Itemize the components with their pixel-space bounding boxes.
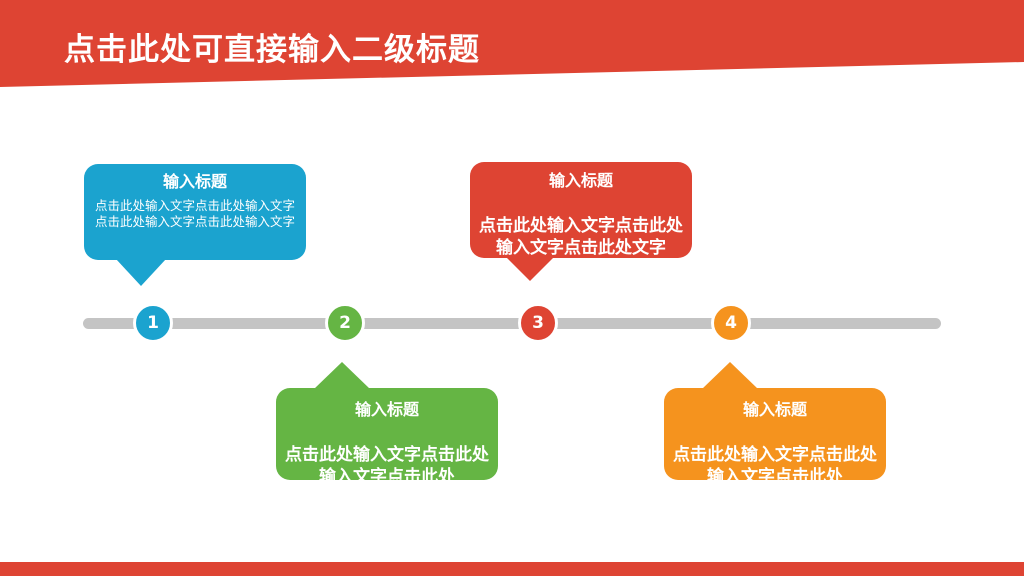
timeline-node-3[interactable]: 3	[518, 303, 558, 343]
callout-title: 输入标题	[162, 172, 227, 191]
callout-body: 点击此处输入文字点击此处输入文字点击此处	[285, 445, 489, 480]
callout-body: 点击此处输入文字点击此处输入文字点击此处输入文字点击此处输入文字	[94, 198, 295, 229]
callout-3[interactable]: 输入标题 点击此处输入文字点击此处输入文字点击此处文字	[470, 162, 692, 258]
node-number: 4	[725, 313, 737, 333]
callout-4-pointer	[702, 362, 758, 389]
timeline-track	[83, 318, 941, 329]
header-shape	[0, 0, 1024, 87]
timeline-node-4[interactable]: 4	[711, 303, 751, 343]
callout-body: 点击此处输入文字点击此处输入文字点击此处文字	[479, 216, 683, 258]
callout-title: 输入标题	[548, 171, 613, 190]
page-title[interactable]: 点击此处可直接输入二级标题	[64, 32, 480, 68]
callout-body: 点击此处输入文字点击此处输入文字点击此处	[673, 445, 877, 480]
callout-2-pointer	[314, 362, 370, 389]
node-number: 2	[339, 313, 351, 333]
callout-3-pointer	[506, 257, 554, 281]
footer-bar	[0, 562, 1024, 576]
timeline-node-1[interactable]: 1	[133, 303, 173, 343]
callout-2[interactable]: 输入标题 点击此处输入文字点击此处输入文字点击此处	[276, 388, 498, 480]
callout-title: 输入标题	[354, 400, 419, 419]
timeline-node-2[interactable]: 2	[325, 303, 365, 343]
node-number: 1	[147, 313, 159, 333]
header-banner: 点击此处可直接输入二级标题	[0, 0, 1024, 90]
callout-1[interactable]: 输入标题 点击此处输入文字点击此处输入文字点击此处输入文字点击此处输入文字	[84, 164, 306, 260]
callout-4[interactable]: 输入标题 点击此处输入文字点击此处输入文字点击此处	[664, 388, 886, 480]
node-number: 3	[532, 313, 544, 333]
callout-1-pointer	[116, 259, 166, 286]
callout-title: 输入标题	[742, 400, 807, 419]
